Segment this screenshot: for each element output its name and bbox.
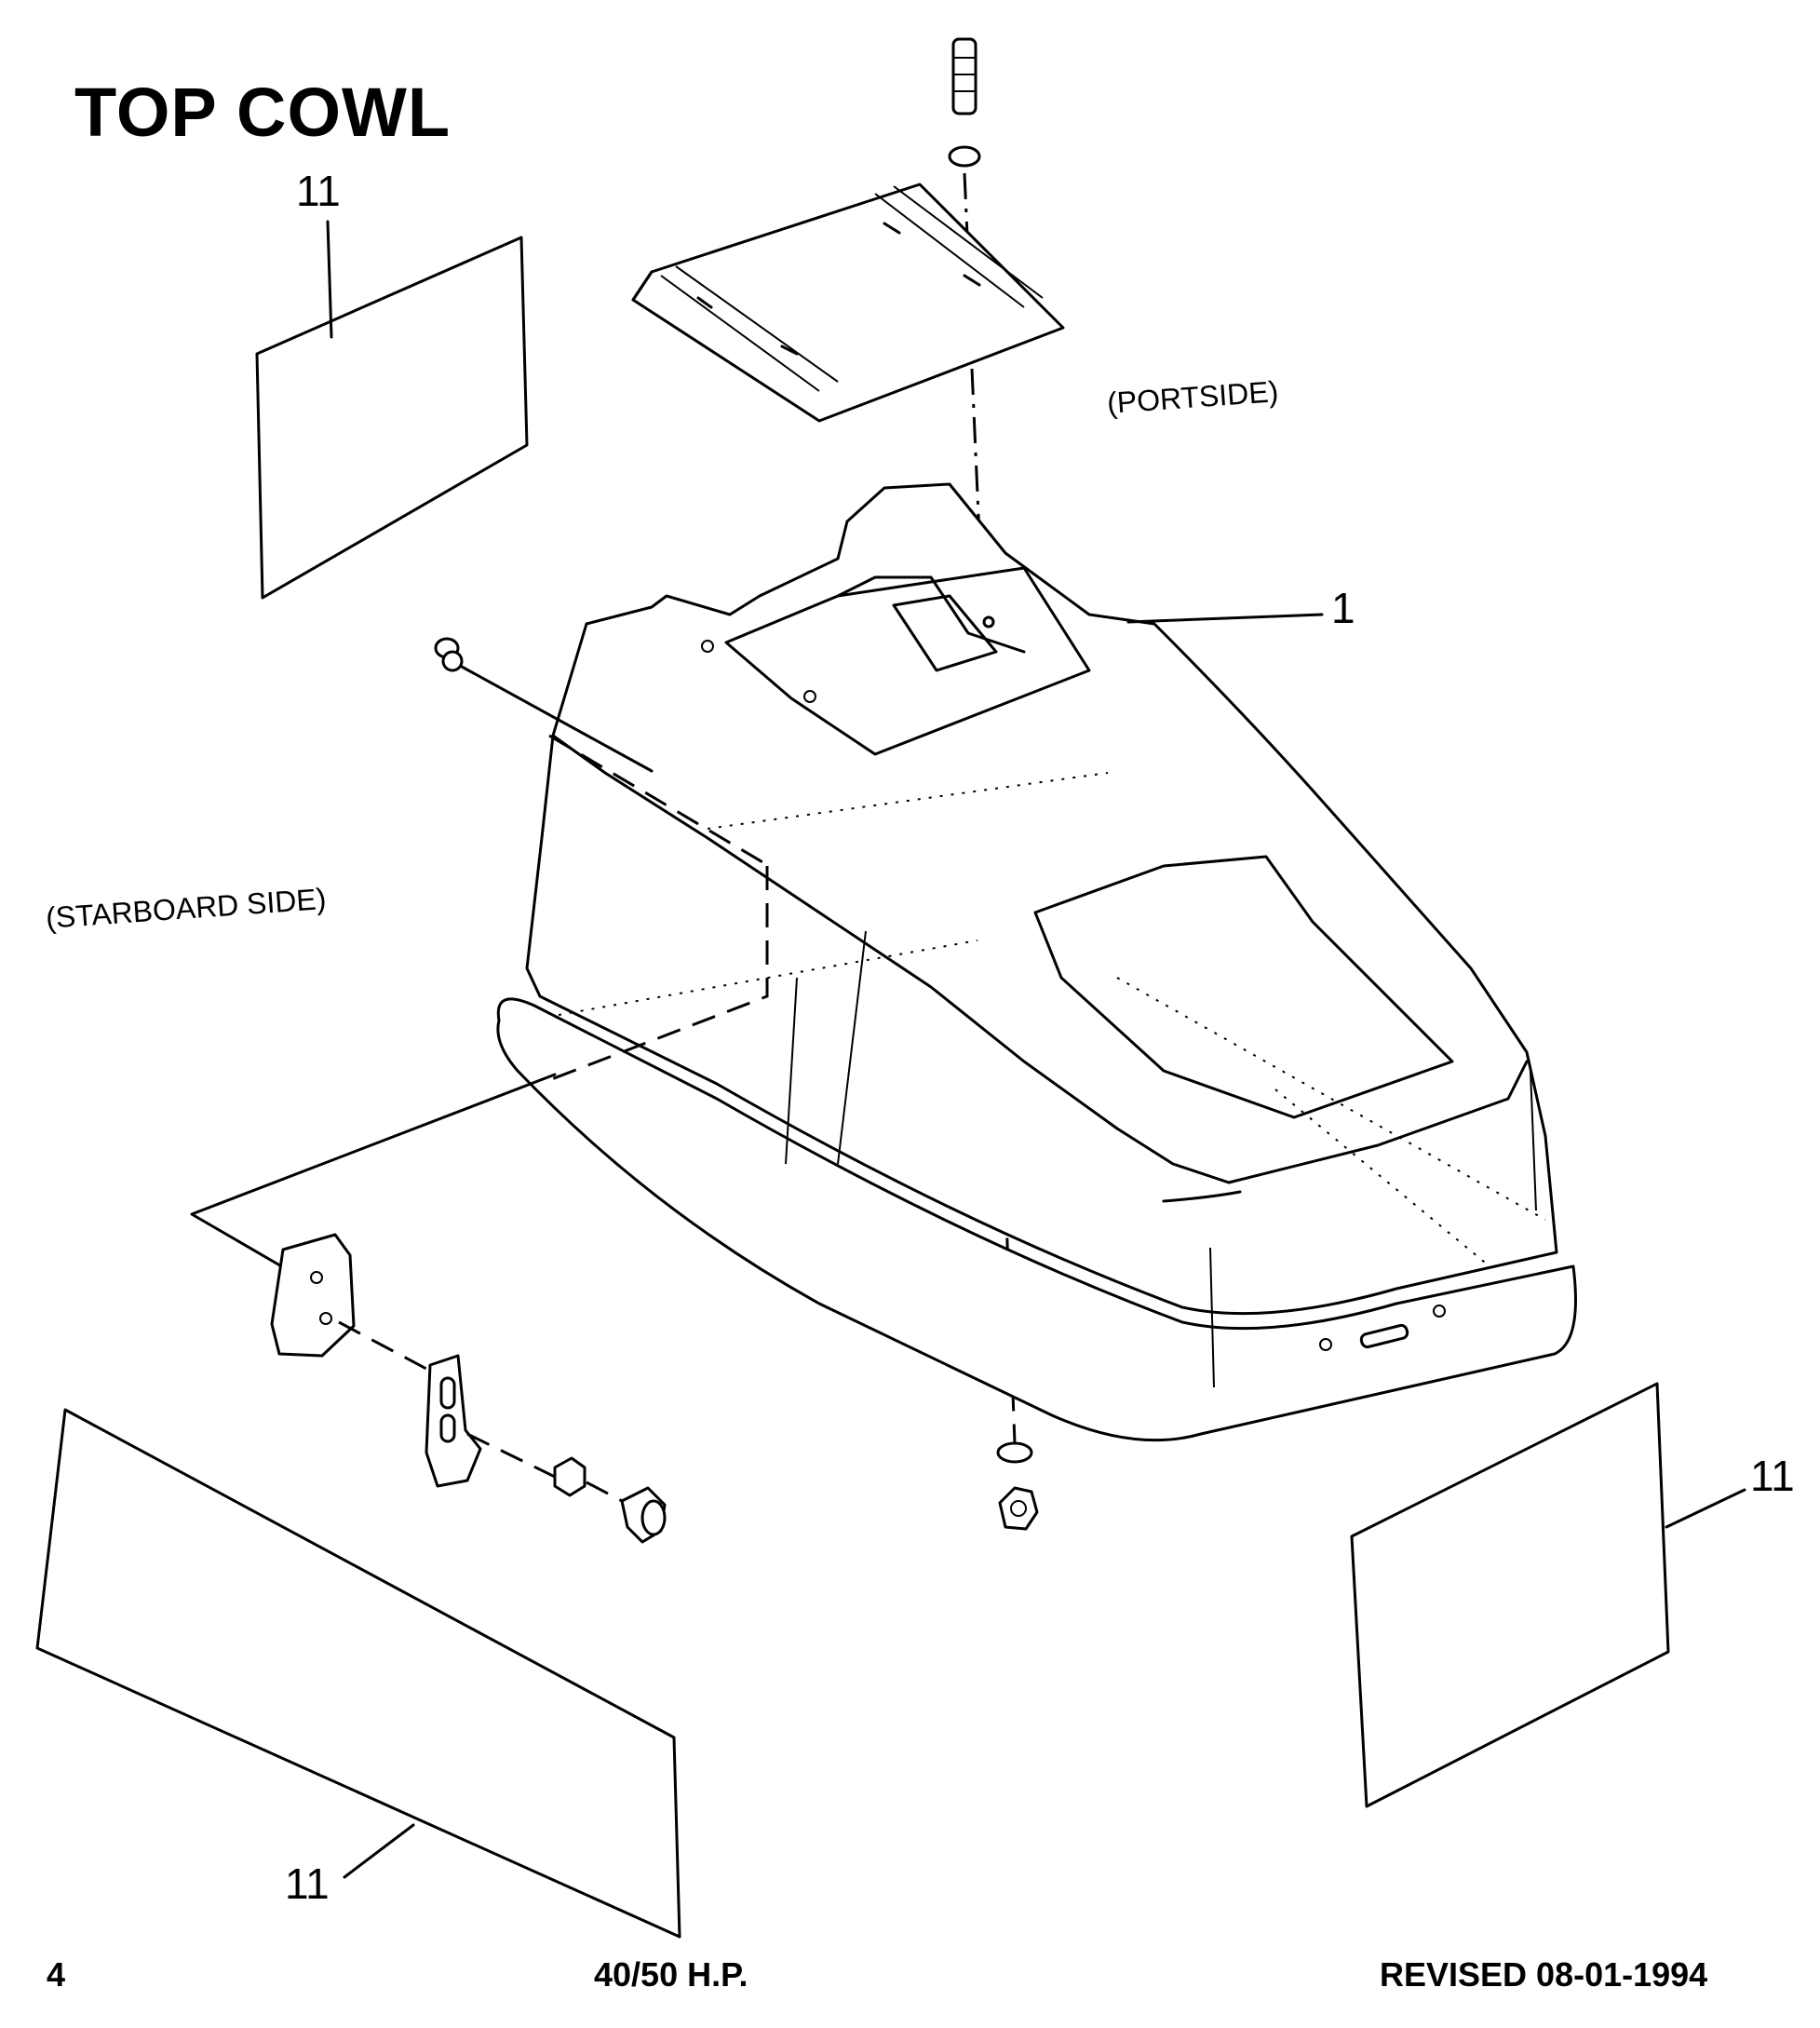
decal-right <box>1350 1382 1746 1808</box>
latch-nut <box>553 1456 586 1497</box>
revision-date: REVISED 08-01-1994 <box>1380 1955 1708 1994</box>
side-screw <box>434 637 770 868</box>
top-cowl-body <box>496 482 1577 1442</box>
latch-plate <box>425 1354 559 1488</box>
bottom-washer-nut <box>996 1441 1039 1531</box>
callout-1-cowl: 1 <box>1331 584 1355 632</box>
latch-bolt <box>586 1480 667 1544</box>
decal-top-left <box>255 220 529 600</box>
callout-11-top-left: 11 <box>296 167 341 215</box>
model-label: 40/50 H.P. <box>594 1955 748 1994</box>
callout-11-bottom: 11 <box>285 1859 330 1908</box>
page-number: 4 <box>47 1955 66 1994</box>
decal-bottom-left <box>35 1408 681 1939</box>
page-title: TOP COWL <box>74 74 452 151</box>
latch-bracket <box>270 1233 427 1371</box>
callout-11-right: 11 <box>1750 1452 1795 1500</box>
top-cover-plate <box>631 183 1065 423</box>
